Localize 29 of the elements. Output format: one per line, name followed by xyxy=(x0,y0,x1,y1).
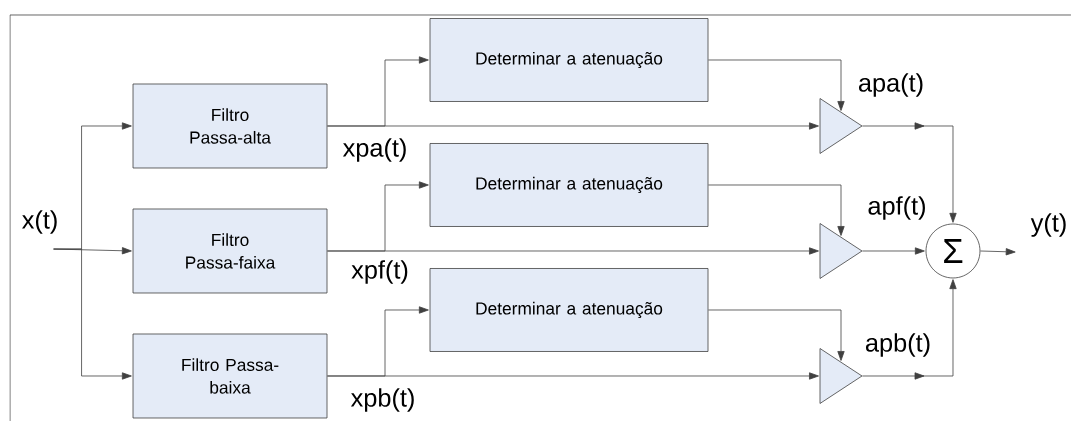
process-box: Filtro Passa-baixa xyxy=(132,333,328,419)
arrow xyxy=(708,184,845,236)
arrow xyxy=(861,122,957,223)
signal-label: y(t) xyxy=(1030,213,1066,237)
signal-label: apb(t) xyxy=(866,333,930,357)
arrow xyxy=(708,309,845,361)
arrow xyxy=(327,372,819,380)
arrow xyxy=(327,122,819,130)
signal-label: x(t) xyxy=(22,210,57,234)
process-box: Determinar a atenuação xyxy=(429,268,709,352)
process-box: Filtro Passa-faixa xyxy=(132,208,328,294)
amplifier-triangle xyxy=(819,348,863,404)
summing-junction: Σ xyxy=(925,223,981,279)
amplifier-triangle xyxy=(819,98,863,154)
arrow xyxy=(327,247,819,255)
process-box: Filtro Passa-alta xyxy=(132,83,328,169)
signal-label: apf(t) xyxy=(868,196,925,220)
arrow xyxy=(53,248,132,380)
process-box: Determinar a atenuação xyxy=(429,18,709,102)
arrow xyxy=(980,248,1016,256)
process-box: Determinar a atenuação xyxy=(429,143,709,227)
arrow xyxy=(861,279,957,380)
signal-label: xpa(t) xyxy=(342,138,406,162)
arrow xyxy=(861,247,925,255)
signal-label: xpb(t) xyxy=(350,388,414,412)
signal-label: apa(t) xyxy=(859,73,923,97)
amplifier-triangle xyxy=(819,223,863,279)
signal-label: xpf(t) xyxy=(351,260,408,284)
arrow xyxy=(708,59,845,111)
